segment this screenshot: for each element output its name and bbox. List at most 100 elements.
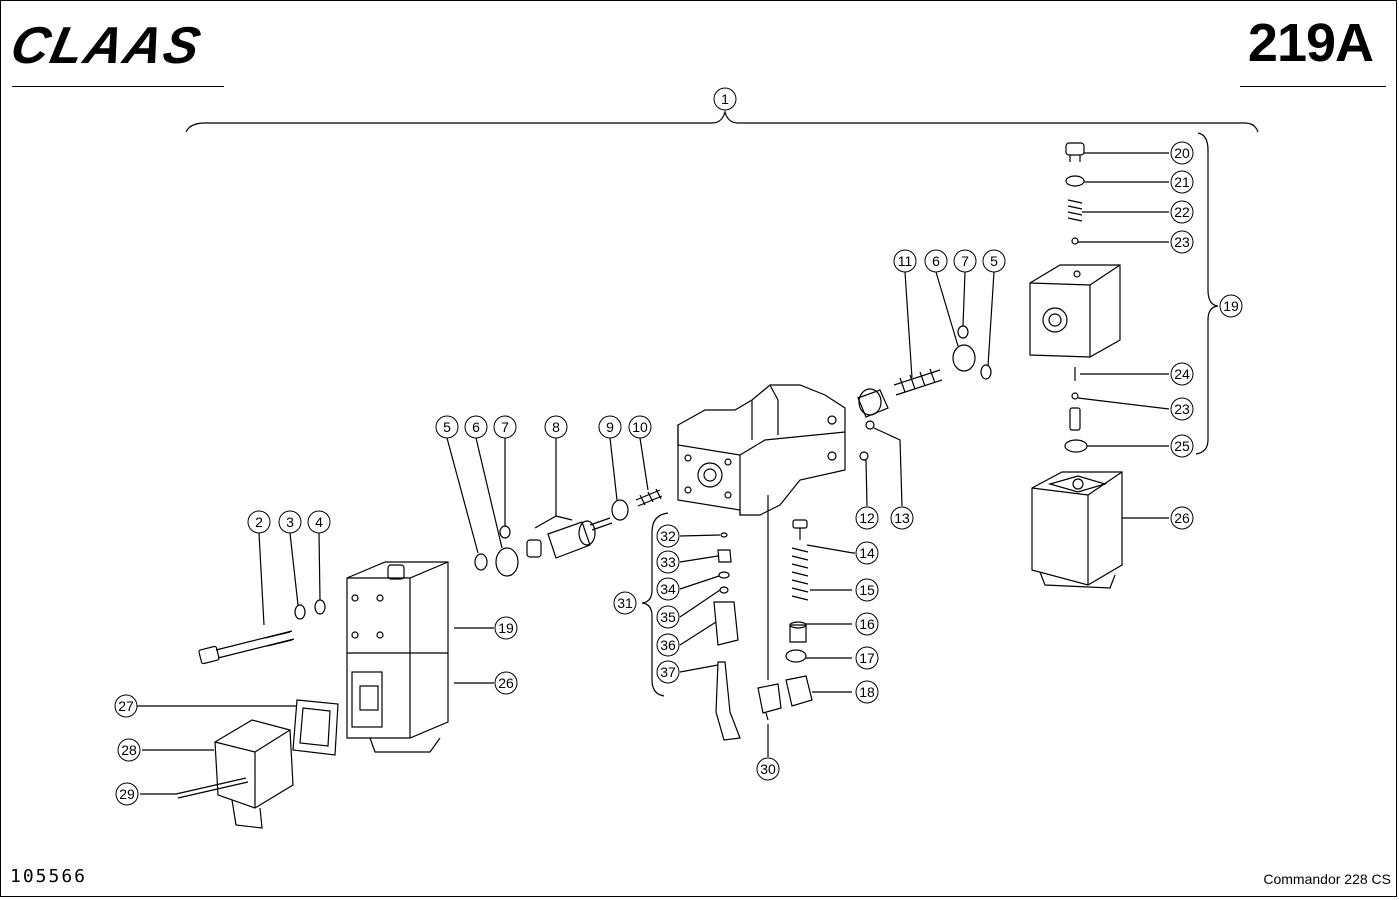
svg-text:29: 29 — [119, 786, 135, 802]
svg-text:13: 13 — [894, 510, 910, 526]
group-brace-19 — [1195, 132, 1219, 455]
callout-27: 27 — [114, 694, 138, 718]
svg-text:30: 30 — [760, 761, 776, 777]
page-number: 219A — [1247, 13, 1374, 73]
svg-text:2: 2 — [255, 514, 263, 530]
svg-text:34: 34 — [660, 581, 676, 597]
callout-11: 11 — [893, 249, 917, 273]
svg-text:5: 5 — [443, 419, 451, 435]
left-valve-parts — [474, 488, 663, 577]
svg-text:8: 8 — [552, 419, 560, 435]
svg-text:6: 6 — [932, 253, 940, 269]
svg-text:19: 19 — [498, 620, 514, 636]
svg-text:36: 36 — [660, 637, 676, 653]
callout-23-bottom: 23 — [1170, 397, 1194, 421]
callout-15: 15 — [855, 578, 879, 602]
svg-text:3: 3 — [286, 514, 294, 530]
callout-25: 25 — [1170, 434, 1194, 458]
svg-text:20: 20 — [1174, 145, 1190, 161]
callout-14: 14 — [855, 541, 879, 565]
callout-21: 21 — [1170, 170, 1194, 194]
callout-22: 22 — [1170, 200, 1194, 224]
svg-text:19: 19 — [1223, 298, 1239, 314]
callout-17: 17 — [855, 646, 879, 670]
callout-9: 9 — [598, 415, 622, 439]
svg-text:23: 23 — [1174, 401, 1190, 417]
callout-4: 4 — [307, 510, 331, 534]
callout-3: 3 — [278, 510, 302, 534]
callout-6-left: 6 — [464, 415, 488, 439]
callout-19-right: 19 — [1219, 294, 1243, 318]
callout-5-left: 5 — [435, 415, 459, 439]
svg-text:1: 1 — [721, 91, 729, 107]
callout-35: 35 — [656, 605, 680, 629]
callout-18: 18 — [855, 680, 879, 704]
callout-29: 29 — [115, 782, 139, 806]
callout-8: 8 — [544, 415, 568, 439]
svg-text:35: 35 — [660, 609, 676, 625]
svg-text:31: 31 — [617, 595, 633, 611]
assembly-brace-top — [185, 109, 1259, 133]
svg-text:7: 7 — [501, 419, 509, 435]
svg-text:17: 17 — [859, 650, 875, 666]
callout-23-top: 23 — [1170, 230, 1194, 254]
solenoid-valve-left — [346, 561, 449, 753]
callout-30: 30 — [756, 757, 780, 781]
svg-text:18: 18 — [859, 684, 875, 700]
svg-text:22: 22 — [1174, 204, 1190, 220]
pilot-valve-right — [1029, 142, 1123, 589]
svg-text:10: 10 — [632, 419, 648, 435]
right-valve-parts — [857, 325, 992, 461]
callout-26-right: 26 — [1170, 506, 1194, 530]
svg-text:15: 15 — [859, 582, 875, 598]
svg-text:32: 32 — [660, 528, 676, 544]
callout-10: 10 — [628, 415, 652, 439]
svg-text:16: 16 — [859, 616, 875, 632]
bolt-and-washers — [198, 599, 326, 665]
svg-text:37: 37 — [660, 664, 676, 680]
callout-36: 36 — [656, 633, 680, 657]
svg-text:26: 26 — [1174, 510, 1190, 526]
callout-19-left: 19 — [494, 616, 518, 640]
svg-text:21: 21 — [1174, 174, 1190, 190]
callout-26-left: 26 — [494, 671, 518, 695]
callout-24: 24 — [1170, 362, 1194, 386]
svg-text:33: 33 — [660, 554, 676, 570]
group-brace-31 — [641, 512, 669, 697]
callout-16: 16 — [855, 612, 879, 636]
callout-6-right: 6 — [924, 249, 948, 273]
svg-text:23: 23 — [1174, 234, 1190, 250]
svg-text:4: 4 — [315, 514, 323, 530]
callouts: 1 2 3 4 5 6 7 5 6 7 8 9 10 11 12 13 14 1… — [114, 87, 1243, 806]
callout-1: 1 — [713, 87, 737, 111]
callout-28: 28 — [117, 738, 141, 762]
svg-text:6: 6 — [472, 419, 480, 435]
svg-text:11: 11 — [898, 253, 913, 269]
connector-plug — [175, 699, 339, 829]
callout-34: 34 — [656, 577, 680, 601]
callout-12: 12 — [855, 506, 879, 530]
svg-text:5: 5 — [990, 253, 998, 269]
callout-7-right: 7 — [953, 249, 977, 273]
callout-5-right: 5 — [982, 249, 1006, 273]
callout-2: 2 — [247, 510, 271, 534]
svg-text:27: 27 — [118, 698, 134, 714]
svg-text:24: 24 — [1174, 366, 1190, 382]
svg-text:9: 9 — [606, 419, 614, 435]
lower-valve-parts — [713, 519, 813, 741]
svg-text:25: 25 — [1174, 438, 1190, 454]
svg-text:28: 28 — [121, 742, 137, 758]
header-rule-left — [12, 86, 224, 87]
model-label: Commandor 228 CS — [1263, 871, 1391, 887]
document-number: 105566 — [10, 866, 88, 887]
svg-text:7: 7 — [961, 253, 969, 269]
main-valve-block — [677, 384, 846, 516]
callout-37: 37 — [656, 660, 680, 684]
callout-32: 32 — [656, 524, 680, 548]
header-rule-right — [1240, 86, 1386, 87]
callout-7-left: 7 — [493, 415, 517, 439]
svg-text:14: 14 — [859, 545, 875, 561]
callout-20: 20 — [1170, 141, 1194, 165]
